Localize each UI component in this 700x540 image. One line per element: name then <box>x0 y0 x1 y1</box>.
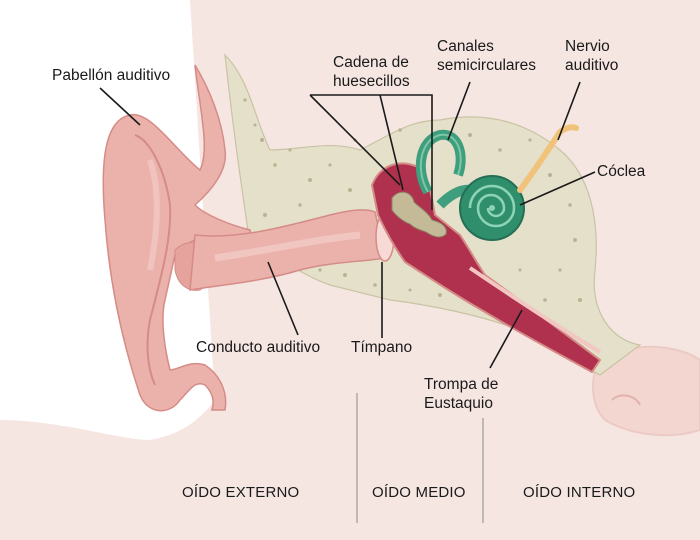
pinna-inner-fold <box>134 134 172 386</box>
label-nervio-line2: auditivo <box>565 57 618 74</box>
section-oido-interno: OÍDO INTERNO <box>523 484 635 501</box>
label-coclea: Cóclea <box>597 163 646 180</box>
label-conducto-auditivo: Conducto auditivo <box>196 339 320 356</box>
eustachian-tube <box>468 266 602 354</box>
section-oido-medio: OÍDO MEDIO <box>372 484 466 501</box>
label-canales-line1: Canales <box>437 38 494 55</box>
pinna <box>102 64 256 412</box>
label-canales-line2: semicirculares <box>437 57 536 74</box>
section-oido-externo: OÍDO EXTERNO <box>182 484 299 501</box>
label-pabellon-auditivo: Pabellón auditivo <box>52 67 170 84</box>
label-nervio-line1: Nervio <box>565 38 610 55</box>
cochlea <box>459 175 525 241</box>
label-trompa-line1: Trompa de <box>424 376 498 393</box>
leader-lines <box>99 81 596 369</box>
label-trompa-line2: Eustaquio <box>424 395 493 412</box>
ossicles <box>391 191 447 238</box>
label-cadena-huesecillos-line2: huesecillos <box>333 73 410 90</box>
auditory-nerve <box>517 124 579 193</box>
label-timpano: Tímpano <box>351 339 412 356</box>
label-cadena-huesecillos-line1: Cadena de <box>333 54 409 71</box>
nose-shape <box>592 345 700 437</box>
